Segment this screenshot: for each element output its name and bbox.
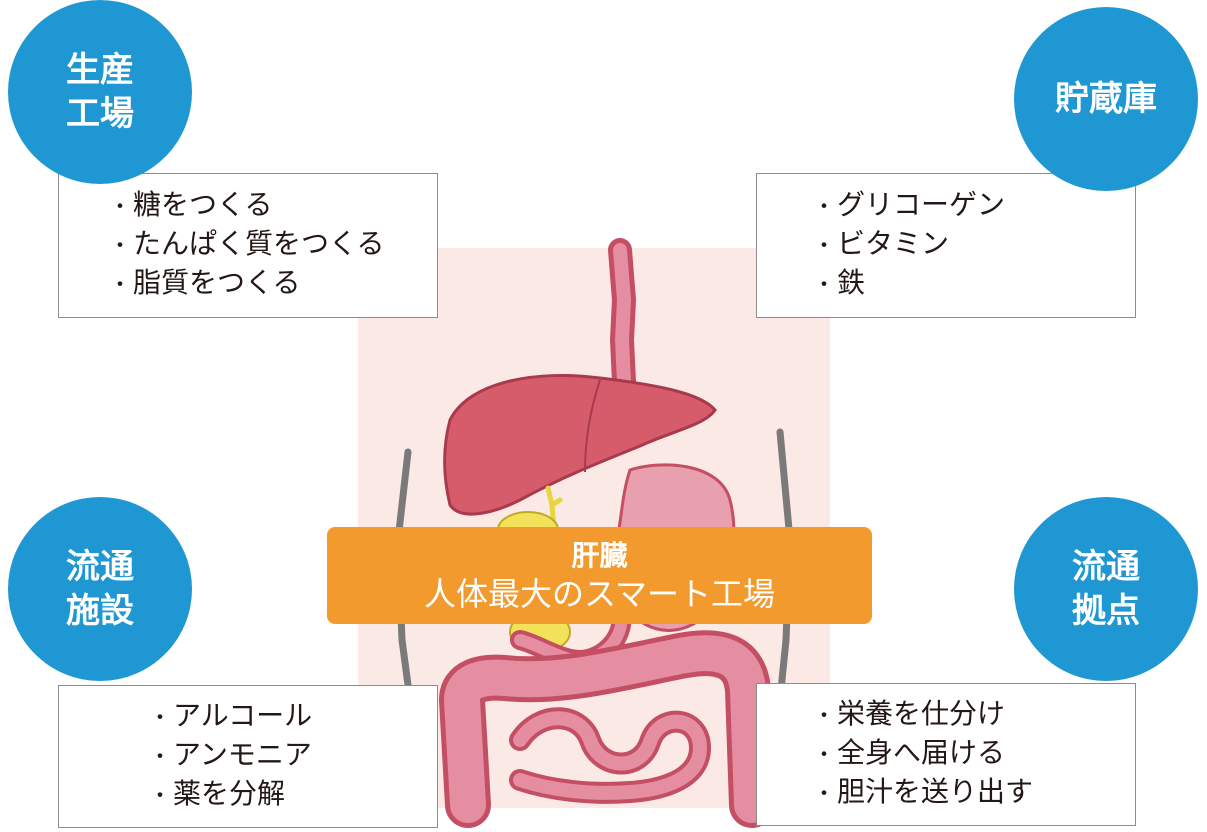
list-item: 糖をつくる <box>109 187 437 226</box>
liver <box>443 373 717 516</box>
circle-label-line: 施設 <box>66 591 134 631</box>
list-item: たんぱく質をつくる <box>109 226 437 265</box>
list-item: アルコール <box>149 698 437 737</box>
circle-label-line: 拠点 <box>1072 591 1140 631</box>
distribution-hub-box: 栄養を仕分け 全身へ届ける 胆汁を送り出す <box>756 683 1136 826</box>
banner-title: 肝臓 <box>571 538 628 572</box>
banner-subtitle: 人体最大のスマート工場 <box>423 574 776 613</box>
distribution-facility-box: アルコール アンモニア 薬を分解 <box>58 685 438 828</box>
circle-label-line: 生産 <box>66 50 134 90</box>
liver-banner: 肝臓 人体最大のスマート工場 <box>327 527 872 624</box>
list-item: 全身へ届ける <box>813 735 1135 774</box>
list-item: 脂質をつくる <box>109 265 437 304</box>
storage-items-box: グリコーゲン ビタミン 鉄 <box>756 173 1136 318</box>
list-item: ビタミン <box>813 226 1135 265</box>
circle-label-line: 貯蔵庫 <box>1055 79 1157 119</box>
distribution-facility-circle: 流通 施設 <box>8 497 192 681</box>
list-item: アンモニア <box>149 737 437 776</box>
list-item: 栄養を仕分け <box>813 696 1135 735</box>
list-item: 薬を分解 <box>149 776 437 815</box>
distribution-hub-circle: 流通 拠点 <box>1014 497 1198 681</box>
circle-label-line: 工場 <box>66 94 134 134</box>
list-item: 胆汁を送り出す <box>813 774 1135 813</box>
circle-label-line: 流通 <box>66 547 134 587</box>
circle-label-line: 流通 <box>1072 547 1140 587</box>
list-item: グリコーゲン <box>813 187 1135 226</box>
storage-circle: 貯蔵庫 <box>1014 7 1198 191</box>
production-items-box: 糖をつくる たんぱく質をつくる 脂質をつくる <box>58 173 438 318</box>
production-circle: 生産 工場 <box>8 0 192 184</box>
list-item: 鉄 <box>813 265 1135 304</box>
